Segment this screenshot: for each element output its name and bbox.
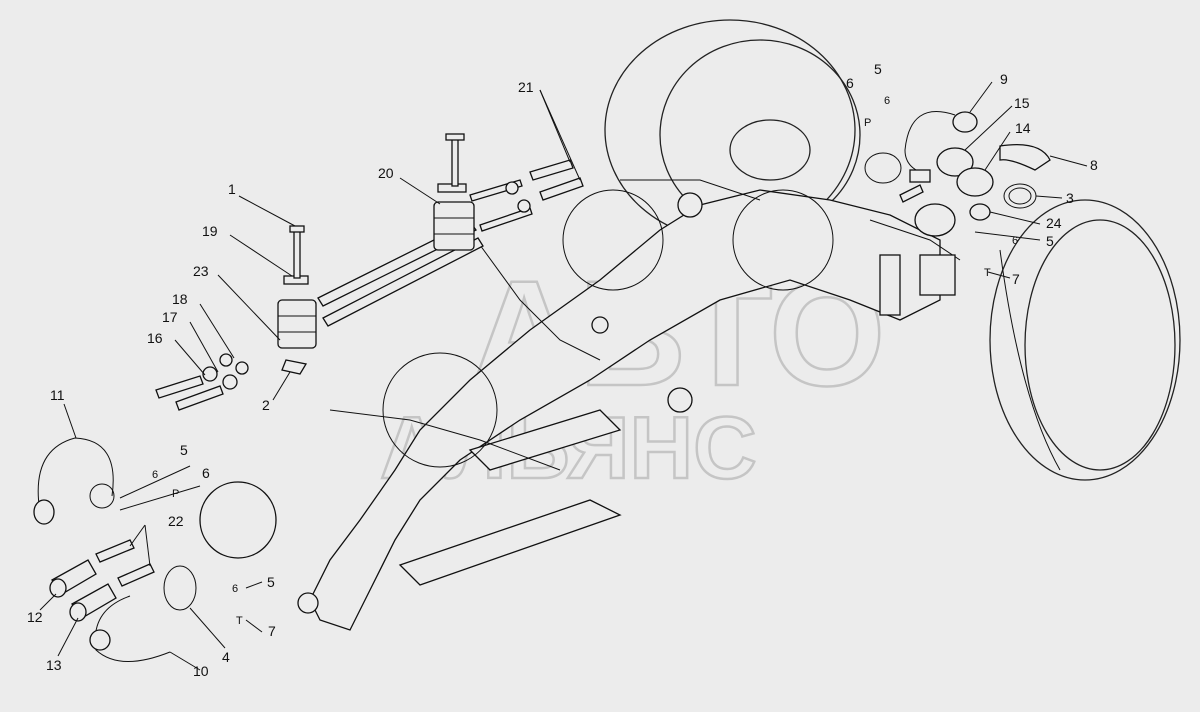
detail-circle-d — [199, 481, 277, 559]
callout-1: 1 — [228, 181, 236, 197]
left-coupler-parts — [33, 437, 197, 662]
callout-24: 24 — [1046, 215, 1062, 231]
callout-5-top: 5 — [874, 61, 882, 77]
callout-p-left: P — [172, 488, 179, 500]
clamp-block-1 — [277, 225, 317, 349]
callout-13: 13 — [46, 657, 62, 673]
callout-2: 2 — [262, 397, 270, 413]
callout-5-left: 5 — [180, 442, 188, 458]
callout-16: 16 — [147, 330, 163, 346]
callout-7-bottom: 7 — [268, 623, 276, 639]
callout-6-bottom: 6 — [232, 583, 238, 595]
callout-4: 4 — [222, 649, 230, 665]
callout-17: 17 — [162, 309, 178, 325]
callout-6-top-small: 6 — [884, 95, 890, 107]
callout-19: 19 — [202, 223, 218, 239]
callout-20: 20 — [378, 165, 394, 181]
callout-11: 11 — [50, 387, 65, 403]
leader-lines — [39, 81, 1088, 671]
callout-18: 18 — [172, 291, 188, 307]
callout-6-right: 6 — [1012, 235, 1018, 247]
right-coupler-parts — [864, 111, 1051, 237]
tractor-frame — [297, 179, 961, 631]
callout-labels: 1 2 3 4 5 5 5 5 6 6 6 6 6 6 7 7 8 9 10 1… — [27, 61, 1098, 679]
callout-21: 21 — [518, 79, 534, 95]
front-tire — [989, 199, 1181, 481]
left-fittings — [155, 353, 308, 411]
callout-12: 12 — [27, 609, 43, 625]
callout-t-right: T — [984, 267, 991, 279]
callout-6-left-small: 6 — [152, 469, 158, 481]
callout-t-bottom: T — [236, 615, 243, 627]
callout-8: 8 — [1090, 157, 1098, 173]
detail-circle-c — [382, 352, 498, 468]
callout-6-left: 6 — [202, 465, 210, 481]
callout-22: 22 — [168, 513, 184, 529]
callout-p-top: P — [864, 117, 871, 129]
callout-23: 23 — [193, 263, 209, 279]
callout-14: 14 — [1015, 120, 1031, 136]
callout-5-bottom: 5 — [267, 574, 275, 590]
clamp-block-2 — [433, 133, 475, 251]
callout-7-right: 7 — [1012, 271, 1020, 287]
top-fittings — [505, 159, 584, 213]
detail-circle-b — [732, 189, 834, 291]
callout-9: 9 — [1000, 71, 1008, 87]
callout-6-top: 6 — [846, 75, 854, 91]
callout-3: 3 — [1066, 190, 1074, 206]
callout-15: 15 — [1014, 95, 1030, 111]
callout-10: 10 — [193, 663, 209, 679]
callout-5-right: 5 — [1046, 233, 1054, 249]
detail-circle-a — [562, 189, 664, 291]
